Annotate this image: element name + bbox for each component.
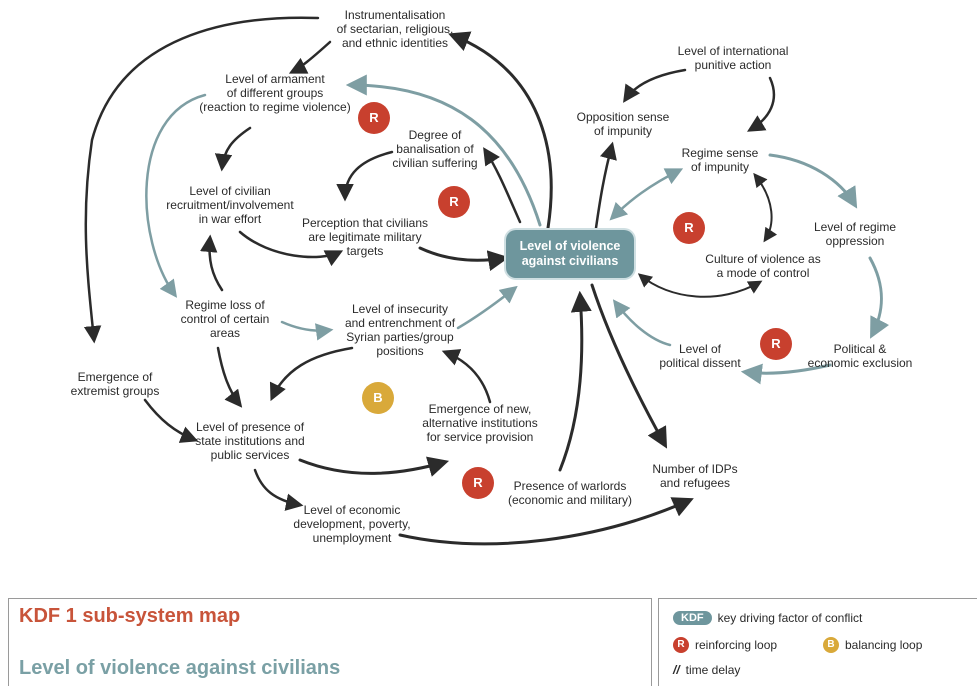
arrow-dissent-to-kdf-teal [612, 299, 672, 347]
title-panel: KDF 1 sub-system map Level of violence a… [8, 598, 652, 686]
causal-loop-diagram [83, 16, 890, 546]
node-international-action: Level of international punitive action [677, 44, 789, 72]
arrow-kdf-to-banalisation [483, 147, 522, 224]
arrow-recruitment-to-perception [238, 230, 344, 267]
legend-delay-text: time delay [685, 663, 741, 677]
node-insecurity: Level of insecurity and entrenchment of … [344, 302, 456, 358]
arrow-international-to-regime-impunity [746, 76, 776, 132]
node-state-institutions: Level of presence of state institutions … [195, 420, 305, 462]
node-regime-oppression: Level of regime oppression [813, 220, 897, 248]
arrow-state-to-economic [253, 468, 304, 511]
node-economic-dev: Level of economic development, poverty, … [293, 503, 411, 545]
arrow-economic-to-idps [398, 497, 694, 546]
legend-reinforcing-row: R reinforcing loop [673, 637, 777, 653]
reinforcing-loop-badge: R [760, 328, 792, 360]
legend-panel: KDF key driving factor of conflict R rei… [658, 598, 977, 686]
node-perception-targets: Perception that civilians are legitimate… [301, 216, 429, 258]
node-extremist: Emergence of extremist groups [70, 370, 160, 398]
arrow-regime-impunity-to-oppression-teal [768, 153, 858, 209]
node-warlords: Presence of warlords (economic and milit… [507, 479, 633, 507]
node-civilian-recruitment: Level of civilian recruitment/involvemen… [166, 184, 294, 226]
legend-balancing-row: B balancing loop [823, 637, 922, 653]
balancing-symbol: B [823, 637, 839, 653]
kdf-chip: KDF [673, 611, 712, 625]
arrow-armament-to-regime-loss-teal [145, 93, 207, 298]
arrow-regime-loss-to-recruitment [200, 234, 224, 292]
arrow-insecurity-to-state [269, 346, 354, 402]
node-regime-loss: Regime loss of control of certain areas [180, 298, 270, 340]
legend-balancing-text: balancing loop [845, 638, 923, 652]
node-political-dissent: Level of political dissent [659, 342, 741, 370]
arrow-kdf-to-instrumentalisation [448, 31, 553, 230]
map-subtitle: Level of violence against civilians [19, 657, 341, 679]
time-delay-symbol: // [673, 663, 680, 677]
arrow-regime-loss-to-state [216, 346, 243, 408]
legend-kdf-row: KDF key driving factor of conflict [673, 611, 862, 625]
node-opposition-impunity: Opposition sense of impunity [576, 110, 670, 138]
arrow-alt-to-insecurity [441, 349, 492, 404]
arrow-extremist-to-state [143, 398, 199, 443]
arrow-oppression-to-exclusion-teal [868, 256, 890, 339]
arrow-armament-to-recruitment [214, 126, 252, 172]
arrow-exclusion-to-dissent-teal [740, 363, 832, 385]
kdf-node-violence: Level of violence against civilians [506, 230, 634, 278]
reinforcing-symbol: R [673, 637, 689, 653]
arrow-state-to-alt [298, 456, 450, 477]
node-banalisation: Degree of banalisation of civilian suffe… [392, 128, 478, 170]
node-idps: Number of IDPs and refugees [652, 462, 738, 490]
arrow-banalisation-to-perception [336, 150, 394, 202]
arrow-international-to-opposition [623, 68, 687, 103]
arrow-kdf-to-idps [590, 283, 668, 449]
arrow-kdf-to-opposition-impunity [594, 141, 617, 230]
node-alt-institutions: Emergence of new, alternative institutio… [422, 402, 538, 444]
legend-delay-row: // time delay [673, 663, 740, 677]
node-regime-impunity: Regime sense of impunity [681, 146, 759, 174]
arrow-instrumentalisation-to-armament-short [288, 40, 332, 74]
reinforcing-loop-badge: R [673, 212, 705, 244]
balancing-loop-badge: B [362, 382, 394, 414]
node-instrumentalisation: Instrumentalisation of sectarian, religi… [336, 8, 454, 50]
arrow-insecurity-to-kdf-teal [456, 285, 518, 330]
reinforcing-loop-badge: R [358, 102, 390, 134]
map-title: KDF 1 sub-system map [19, 605, 241, 627]
arrow-regime-impunity-kdf-teal [609, 168, 684, 221]
node-culture-violence: Culture of violence as a mode of control [705, 252, 821, 280]
arrow-culture-kdf [637, 273, 763, 298]
legend-reinforcing-text: reinforcing loop [695, 638, 778, 652]
reinforcing-loop-badge: R [438, 186, 470, 218]
arrow-instrumentalisation-to-armament [83, 16, 320, 344]
node-political-exclusion: Political & economic exclusion [807, 342, 913, 370]
arrow-regime-impunity-culture [753, 172, 778, 243]
node-armament: Level of armament of different groups (r… [199, 72, 351, 114]
arrow-regime-loss-to-insecurity-teal [280, 320, 334, 341]
arrow-warlords-to-kdf [558, 290, 592, 472]
reinforcing-loop-badge: R [462, 467, 494, 499]
arrow-kdf-to-armament-teal [345, 74, 542, 227]
legend-kdf-text: key driving factor of conflict [717, 611, 863, 625]
arrow-perception-to-kdf [418, 246, 510, 272]
